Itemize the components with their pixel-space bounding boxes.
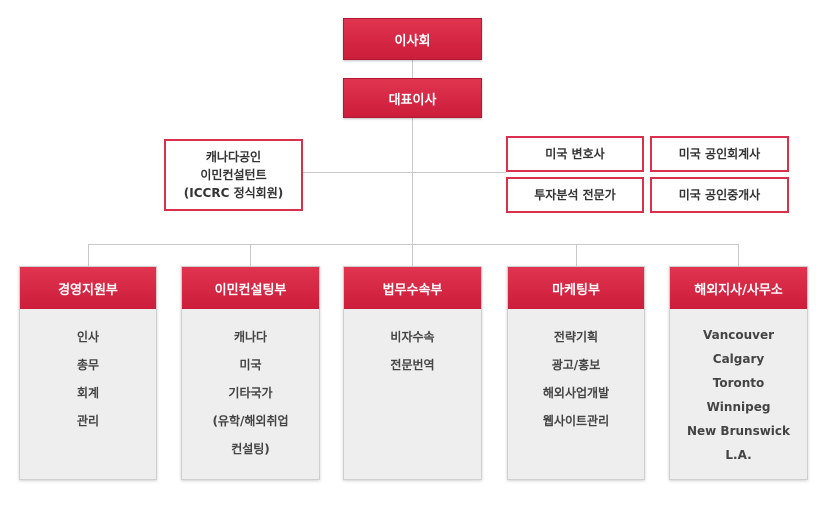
dept-management-support: 경영지원부 인사 총무 회계 관리 xyxy=(19,266,157,480)
dept-immigration-consulting: 이민컨설팅부 캐나다 미국 기타국가 (유학/해외취업 컨설팅) xyxy=(181,266,320,480)
ceo-label: 대표이사 xyxy=(388,92,437,108)
dept-title: 마케팅부 xyxy=(508,267,644,309)
connector-main-vertical xyxy=(412,118,413,244)
connector-dept-2 xyxy=(250,244,251,266)
list-item: 전략기획 xyxy=(553,330,599,344)
list-item: 광고/홍보 xyxy=(551,358,601,372)
connector-dept-1 xyxy=(88,244,89,266)
advisor-us-realtor-label: 미국 공인중개사 xyxy=(678,188,761,202)
dept-item-list: 비자수속 전문번역 xyxy=(344,323,481,379)
connector-advisor-horizontal xyxy=(303,172,506,173)
dept-item-list: 전략기획 광고/홍보 해외사업개발 웹사이트관리 xyxy=(508,323,644,435)
advisor-line-1: 캐나다공인 xyxy=(205,150,262,164)
connector-dept-4 xyxy=(576,244,577,266)
dept-legal-processing: 법무수속부 비자수속 전문번역 xyxy=(343,266,482,480)
list-item: 컨설팅) xyxy=(231,442,270,456)
advisor-us-lawyer: 미국 변호사 xyxy=(506,136,644,172)
list-item: Calgary xyxy=(712,352,765,366)
list-item: (유학/해외취업 xyxy=(212,414,289,428)
list-item: 기타국가 xyxy=(228,386,273,400)
connector-dept-3 xyxy=(412,244,413,266)
advisor-immigration-consultant: 캐나다공인 이민컨설턴트 (ICCRC 정식회원) xyxy=(164,139,303,211)
dept-title: 해외지사/사무소 xyxy=(670,267,807,309)
list-item: Toronto xyxy=(712,376,765,390)
dept-overseas-branches: 해외지사/사무소 Vancouver Calgary Toronto Winni… xyxy=(669,266,808,480)
board-box: 이사회 xyxy=(343,18,482,60)
dept-item-list: Vancouver Calgary Toronto Winnipeg New B… xyxy=(670,323,807,467)
ceo-box: 대표이사 xyxy=(343,78,482,118)
list-item: 인사 xyxy=(76,330,100,344)
advisor-us-realtor: 미국 공인중개사 xyxy=(650,177,789,213)
dept-marketing: 마케팅부 전략기획 광고/홍보 해외사업개발 웹사이트관리 xyxy=(507,266,645,480)
advisor-line-3: (ICCRC 정식회원) xyxy=(183,186,284,200)
list-item: New Brunswick xyxy=(686,424,791,438)
list-item: 관리 xyxy=(76,414,100,428)
advisor-us-cpa-label: 미국 공인회계사 xyxy=(678,147,761,161)
list-item: 총무 xyxy=(76,358,100,372)
dept-title: 경영지원부 xyxy=(20,267,156,309)
list-item: Winnipeg xyxy=(706,400,771,414)
advisor-investment-analyst: 투자분석 전문가 xyxy=(506,177,644,213)
list-item: 해외사업개발 xyxy=(542,386,610,400)
list-item: Vancouver xyxy=(702,328,775,342)
dept-item-list: 인사 총무 회계 관리 xyxy=(20,323,156,435)
dept-title: 법무수속부 xyxy=(344,267,481,309)
advisor-us-cpa: 미국 공인회계사 xyxy=(650,136,789,172)
list-item: 전문번역 xyxy=(390,358,435,372)
dept-title: 이민컨설팅부 xyxy=(182,267,319,309)
advisor-line-2: 이민컨설턴트 xyxy=(200,168,267,182)
list-item: 미국 xyxy=(239,358,262,372)
list-item: L.A. xyxy=(725,448,752,462)
advisor-investment-analyst-label: 투자분석 전문가 xyxy=(534,188,616,202)
list-item: 회계 xyxy=(76,386,100,400)
board-label: 이사회 xyxy=(394,33,431,49)
connector-board-ceo xyxy=(412,60,413,78)
list-item: 웹사이트관리 xyxy=(542,414,610,428)
connector-dept-5 xyxy=(738,244,739,266)
dept-item-list: 캐나다 미국 기타국가 (유학/해외취업 컨설팅) xyxy=(182,323,319,463)
advisor-us-lawyer-label: 미국 변호사 xyxy=(545,147,605,161)
list-item: 캐나다 xyxy=(233,330,268,344)
list-item: 비자수속 xyxy=(390,330,435,344)
connector-dept-horizontal xyxy=(88,244,739,245)
